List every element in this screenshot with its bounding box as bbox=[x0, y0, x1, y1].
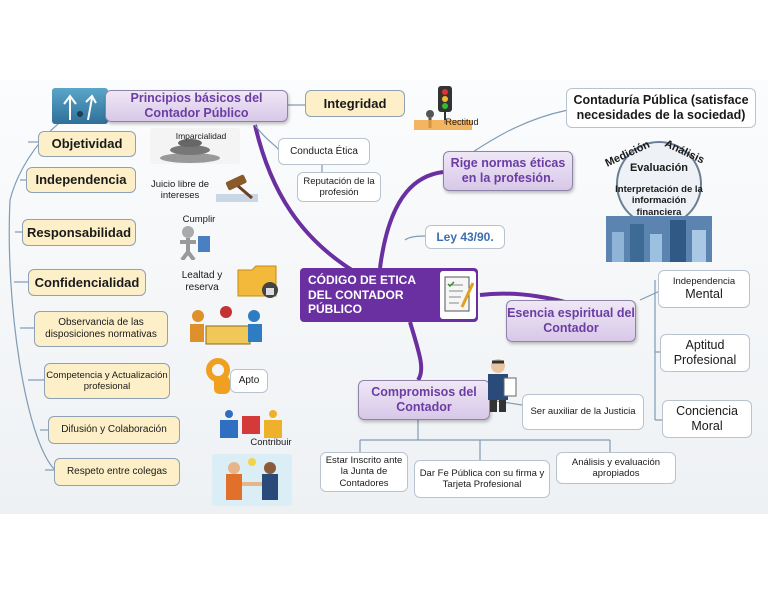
label-interpretacion: Interpretación de la información financi… bbox=[615, 183, 703, 218]
label-rectitud: Rectitud bbox=[445, 116, 479, 127]
node-confidencialidad[interactable]: Confidencialidad bbox=[28, 269, 146, 296]
topic-compromisos[interactable]: Compromisos del Contador bbox=[358, 380, 490, 420]
label-evaluacion: Evaluación bbox=[629, 162, 689, 175]
node-independencia[interactable]: Independencia bbox=[26, 167, 136, 193]
node-competencia[interactable]: Competencia y Actualización profesional bbox=[44, 363, 170, 399]
node-objetividad[interactable]: Objetividad bbox=[38, 131, 136, 157]
node-observancia[interactable]: Observancia de las disposiciones normati… bbox=[34, 311, 168, 347]
node-inscrito[interactable]: Estar Inscrito ante la Junta de Contador… bbox=[320, 452, 408, 492]
node-auxiliar[interactable]: Ser auxiliar de la Justicia bbox=[522, 394, 644, 430]
node-conducta[interactable]: Conducta Ética bbox=[278, 138, 370, 165]
person-lifting-image bbox=[166, 214, 216, 260]
label-cumplir: Cumplir bbox=[182, 214, 216, 226]
people-book-image bbox=[178, 300, 276, 350]
topic-principios[interactable]: Principios básicos del Contador Público bbox=[105, 90, 288, 122]
node-analisis-evaluacion[interactable]: Análisis y evaluación apropiados bbox=[556, 452, 676, 484]
balance-stones-image bbox=[150, 128, 240, 164]
node-apto[interactable]: Apto bbox=[230, 369, 268, 393]
node-independencia-mental[interactable]: Independencia Mental bbox=[658, 270, 750, 308]
node-lealtad[interactable]: Lealtad y reserva bbox=[181, 270, 223, 293]
topic-rige[interactable]: Rige normas éticas en la profesión. bbox=[443, 151, 573, 191]
puzzle-people-image bbox=[212, 406, 292, 450]
node-contaduria[interactable]: Contaduría Pública (satisface necesidade… bbox=[566, 88, 756, 128]
gavel-image bbox=[212, 172, 262, 206]
node-integridad[interactable]: Integridad bbox=[305, 90, 405, 117]
handshake-image bbox=[212, 454, 292, 506]
node-responsabilidad[interactable]: Responsabilidad bbox=[22, 219, 136, 246]
node-reputacion[interactable]: Reputación de la profesión bbox=[297, 172, 381, 202]
label-contribuir: Contribuir bbox=[250, 437, 292, 449]
accountant-image bbox=[484, 356, 520, 412]
node-ley[interactable]: Ley 43/90. bbox=[425, 225, 505, 249]
node-fe-publica[interactable]: Dar Fe Pública con su firma y Tarjeta Pr… bbox=[414, 460, 550, 498]
node-juicio[interactable]: Juicio libre de intereses bbox=[150, 178, 210, 201]
node-difusion[interactable]: Difusión y Colaboración bbox=[48, 416, 180, 444]
topic-esencia[interactable]: Esencia espiritual del Contador bbox=[506, 300, 636, 342]
node-aptitud[interactable]: Aptitud Profesional bbox=[660, 334, 750, 372]
checklist-icon bbox=[440, 271, 476, 319]
label-imparcialidad: Imparcialidad bbox=[175, 130, 227, 141]
ok-hand-image bbox=[202, 352, 238, 398]
node-respeto[interactable]: Respeto entre colegas bbox=[54, 458, 180, 486]
traffic-light-image bbox=[412, 84, 474, 132]
evaluation-diagram bbox=[600, 136, 718, 264]
arrows-road-image bbox=[52, 88, 108, 124]
node-conciencia[interactable]: Conciencia Moral bbox=[662, 400, 752, 438]
folder-lock-image bbox=[232, 260, 284, 302]
